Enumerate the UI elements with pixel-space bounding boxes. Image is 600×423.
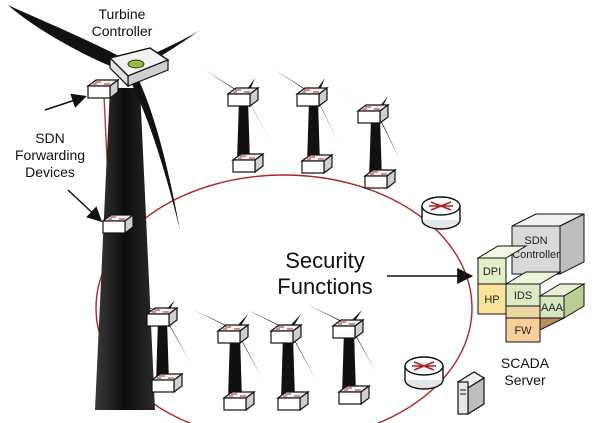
- sdn-switch-bottom: [102, 214, 134, 234]
- small-turbine-5: [194, 310, 262, 411]
- turbine-controller-label: Turbine Controller: [80, 6, 164, 40]
- small-turbine-2: [275, 70, 338, 174]
- turbine-controller-line2: Controller: [91, 22, 153, 39]
- small-turbine-1: [205, 70, 270, 173]
- aaa-box: AAA: [538, 283, 586, 319]
- sdn-controller-label-1: SDN: [524, 235, 547, 247]
- small-turbine-6: [248, 310, 315, 411]
- scada-line2: Server: [504, 371, 546, 388]
- sdn-controller-label-2: Controller: [512, 249, 560, 261]
- hp-box: HP: [477, 283, 507, 315]
- sdn-fwd-line1: SDN: [35, 130, 65, 146]
- sdn-fwd-line3: Devices: [25, 163, 75, 180]
- small-turbine-4: [122, 292, 190, 393]
- security-line1: Security: [285, 248, 365, 273]
- dpi-box: DPI: [476, 245, 528, 285]
- scada-server-label: SCADA Server: [490, 355, 560, 389]
- small-turbine-7: [308, 305, 376, 405]
- sdn-controller-box: SDN Controller: [511, 213, 585, 275]
- router-icon-upper: [421, 196, 461, 230]
- small-turbine-3: [338, 88, 400, 189]
- sdn-fwd-line2: Forwarding: [14, 146, 86, 163]
- network-ring: [95, 174, 473, 423]
- security-line2: Functions: [277, 274, 373, 300]
- fw-label: FW: [514, 325, 532, 337]
- hp-label: HP: [484, 294, 499, 306]
- scada-line1: SCADA: [500, 355, 550, 371]
- sdn-switch-top: [87, 79, 119, 99]
- turbine-controller-line1: Turbine: [98, 6, 146, 22]
- arrow-to-top-switch: [44, 93, 87, 111]
- security-function-stack: SDN Controller DPI IDS AAA HP: [476, 213, 586, 343]
- router-icon-lower: [404, 356, 444, 390]
- large-wind-turbine: [8, 5, 200, 410]
- security-functions-label: Security Functions: [265, 248, 385, 301]
- dpi-label: DPI: [483, 266, 501, 278]
- arrow-to-bottom-switch: [67, 189, 103, 223]
- ids-label: IDS: [514, 290, 532, 302]
- ids-box: IDS: [504, 271, 562, 307]
- aaa-label: AAA: [541, 302, 564, 314]
- sdn-forwarding-devices-label: SDN Forwarding Devices: [2, 130, 98, 180]
- scada-server-icon: [456, 371, 486, 416]
- fw-box: FW: [505, 305, 565, 343]
